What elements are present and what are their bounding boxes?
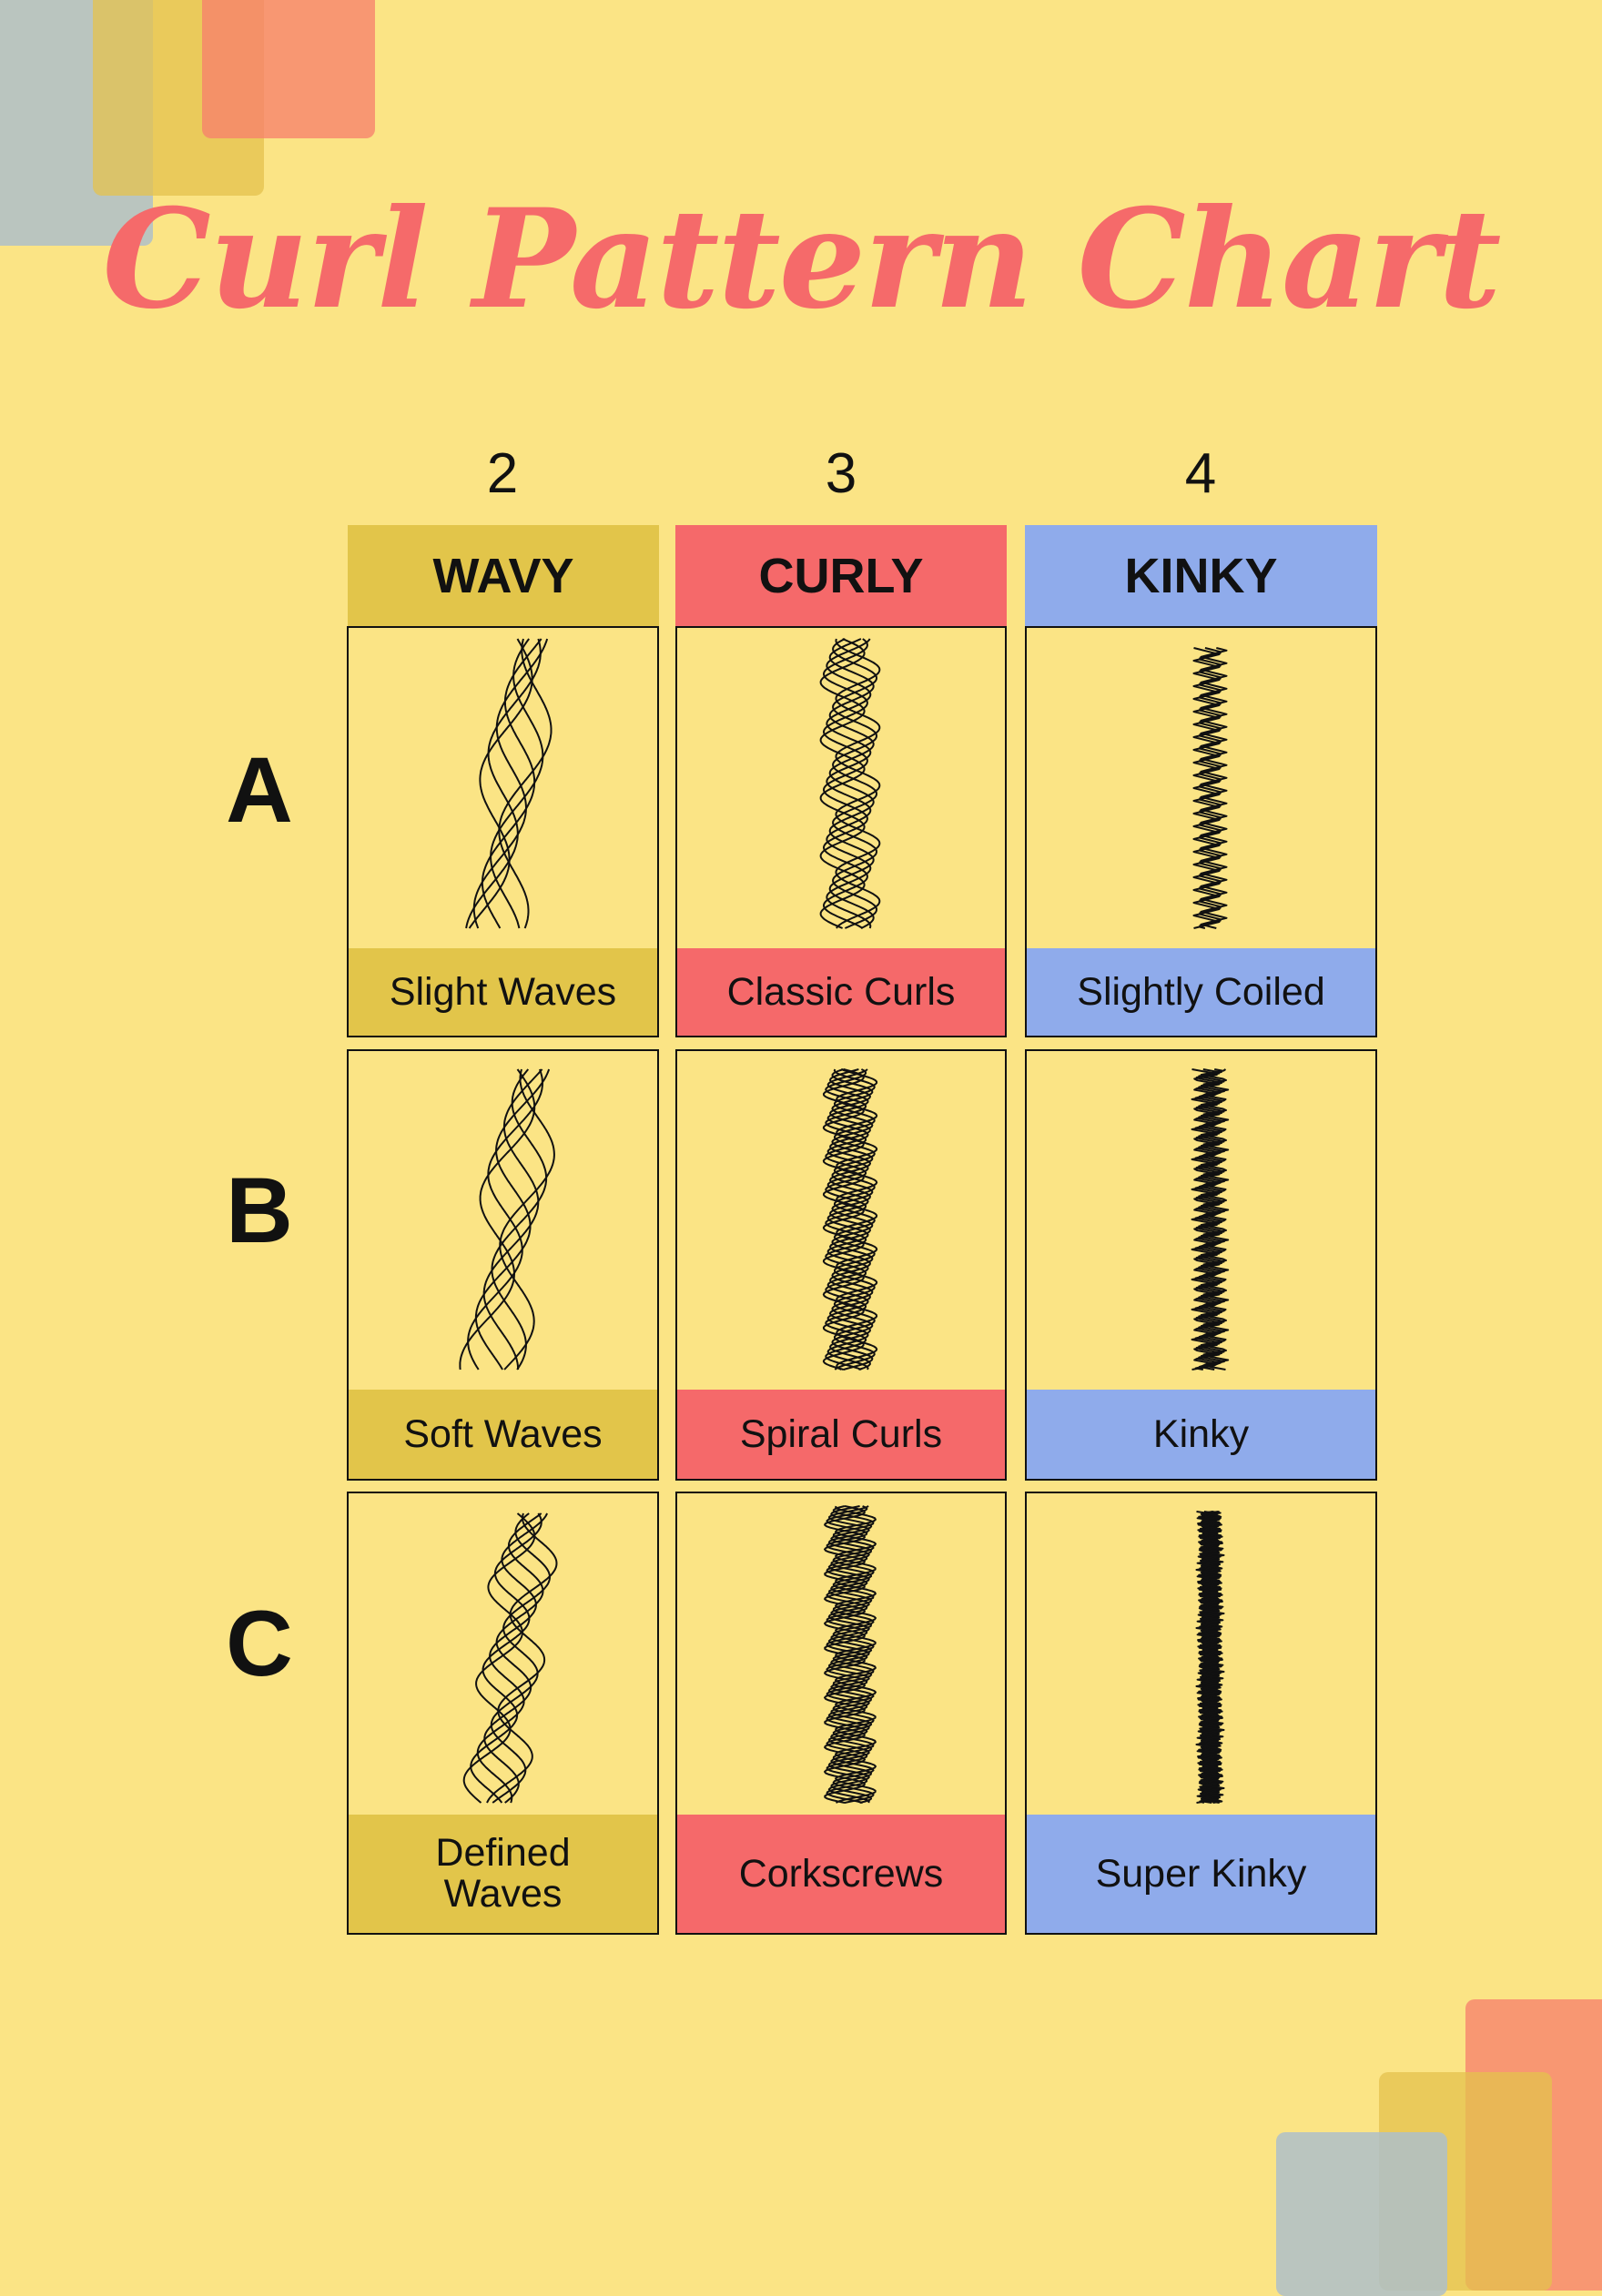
hair-strand-line <box>490 638 544 929</box>
hair-strand-line <box>835 1505 877 1804</box>
hair-strand-line <box>832 1505 875 1804</box>
hair-strand-icon <box>819 638 881 929</box>
hair-strand-line <box>476 1512 548 1804</box>
hair-strand-line <box>459 1068 536 1371</box>
hair-strand-line <box>823 638 868 929</box>
cell-super-kinky: Super Kinky <box>1025 1492 1377 1935</box>
row-label-b: B <box>226 1158 293 1262</box>
cell-caption: Defined Waves <box>349 1815 657 1933</box>
hair-strand-line <box>827 1505 870 1804</box>
column-header-wavy: WAVY <box>348 525 659 627</box>
hair-strand-line <box>832 638 877 929</box>
hair-strand-icon <box>1191 1068 1230 1371</box>
column-header-kinky: KINKY <box>1025 525 1377 627</box>
hair-strand-line <box>468 638 533 929</box>
hair-strand-line <box>830 1505 873 1804</box>
hair-strand-line <box>826 1068 869 1371</box>
row-label-c: C <box>226 1592 293 1695</box>
decor-square-orange-top <box>202 0 375 138</box>
hair-strand-line <box>474 1068 551 1371</box>
hair-strand-line <box>1200 1068 1230 1371</box>
hair-strand-line <box>483 1512 544 1804</box>
cell-caption: Corkscrews <box>677 1815 1005 1933</box>
hair-strand-line <box>490 1512 551 1804</box>
hair-strand-icon <box>1195 1511 1225 1804</box>
cell-caption: Kinky <box>1027 1390 1375 1479</box>
cell-caption: Slight Waves <box>349 948 657 1036</box>
cell-defined-waves: Defined Waves <box>347 1492 659 1935</box>
hair-strand-line <box>831 1068 874 1371</box>
hair-strand-line <box>491 1068 548 1371</box>
hair-strand-line <box>486 1512 558 1804</box>
hair-strand-line <box>826 638 872 929</box>
hair-strand-line <box>1192 647 1221 929</box>
hair-strand-line <box>498 638 553 929</box>
hair-strand-line <box>829 1068 871 1371</box>
hair-strand-line <box>1198 1068 1226 1371</box>
decor-square-gray-bottom <box>1276 2132 1447 2296</box>
hair-strand-line <box>482 1068 543 1370</box>
hair-strand-line <box>836 1068 878 1371</box>
hair-strand-line <box>499 1068 555 1371</box>
hair-strand-line <box>835 638 881 929</box>
column-number-2: 2 <box>486 442 519 505</box>
cell-slight-waves: Slight Waves <box>347 626 659 1037</box>
hair-strand-line <box>825 1068 867 1371</box>
cell-caption: Slightly Coiled <box>1027 948 1375 1036</box>
cell-classic-curls: Classic Curls <box>675 626 1007 1037</box>
cell-soft-waves: Soft Waves <box>347 1049 659 1481</box>
cell-caption: Super Kinky <box>1027 1815 1375 1933</box>
hair-strand-icon <box>824 1505 877 1804</box>
hair-strand-line <box>828 638 875 929</box>
hair-strand-line <box>1201 1511 1225 1804</box>
hair-strand-icon <box>465 638 553 929</box>
hair-strand-line <box>467 1068 543 1371</box>
cell-caption: Soft Waves <box>349 1390 657 1479</box>
hair-strand-icon <box>459 1068 555 1371</box>
cell-kinky: Kinky <box>1025 1049 1377 1481</box>
hair-strand-line <box>462 1512 536 1804</box>
hair-strand-line <box>1200 1511 1223 1804</box>
hair-strand-line <box>465 638 542 929</box>
hair-strand-line <box>1191 1068 1221 1371</box>
column-number-4: 4 <box>1184 442 1217 505</box>
column-header-curly: CURLY <box>675 525 1007 627</box>
hair-strand-line <box>470 1512 542 1804</box>
cell-corkscrews: Corkscrews <box>675 1492 1007 1935</box>
hair-strand-icon <box>822 1068 878 1371</box>
hair-strand-icon <box>1192 647 1228 929</box>
cell-caption: Spiral Curls <box>677 1390 1005 1479</box>
hair-strand-line <box>1200 647 1228 929</box>
hair-strand-line <box>1194 1068 1222 1371</box>
cell-spiral-curls: Spiral Curls <box>675 1049 1007 1481</box>
cell-caption: Classic Curls <box>677 948 1005 1036</box>
row-label-a: A <box>226 738 293 842</box>
cell-slightly-coiled: Slightly Coiled <box>1025 626 1377 1037</box>
page-title: Curl Pattern Chart <box>102 179 1502 339</box>
hair-strand-icon <box>462 1512 558 1804</box>
column-number-3: 3 <box>825 442 857 505</box>
